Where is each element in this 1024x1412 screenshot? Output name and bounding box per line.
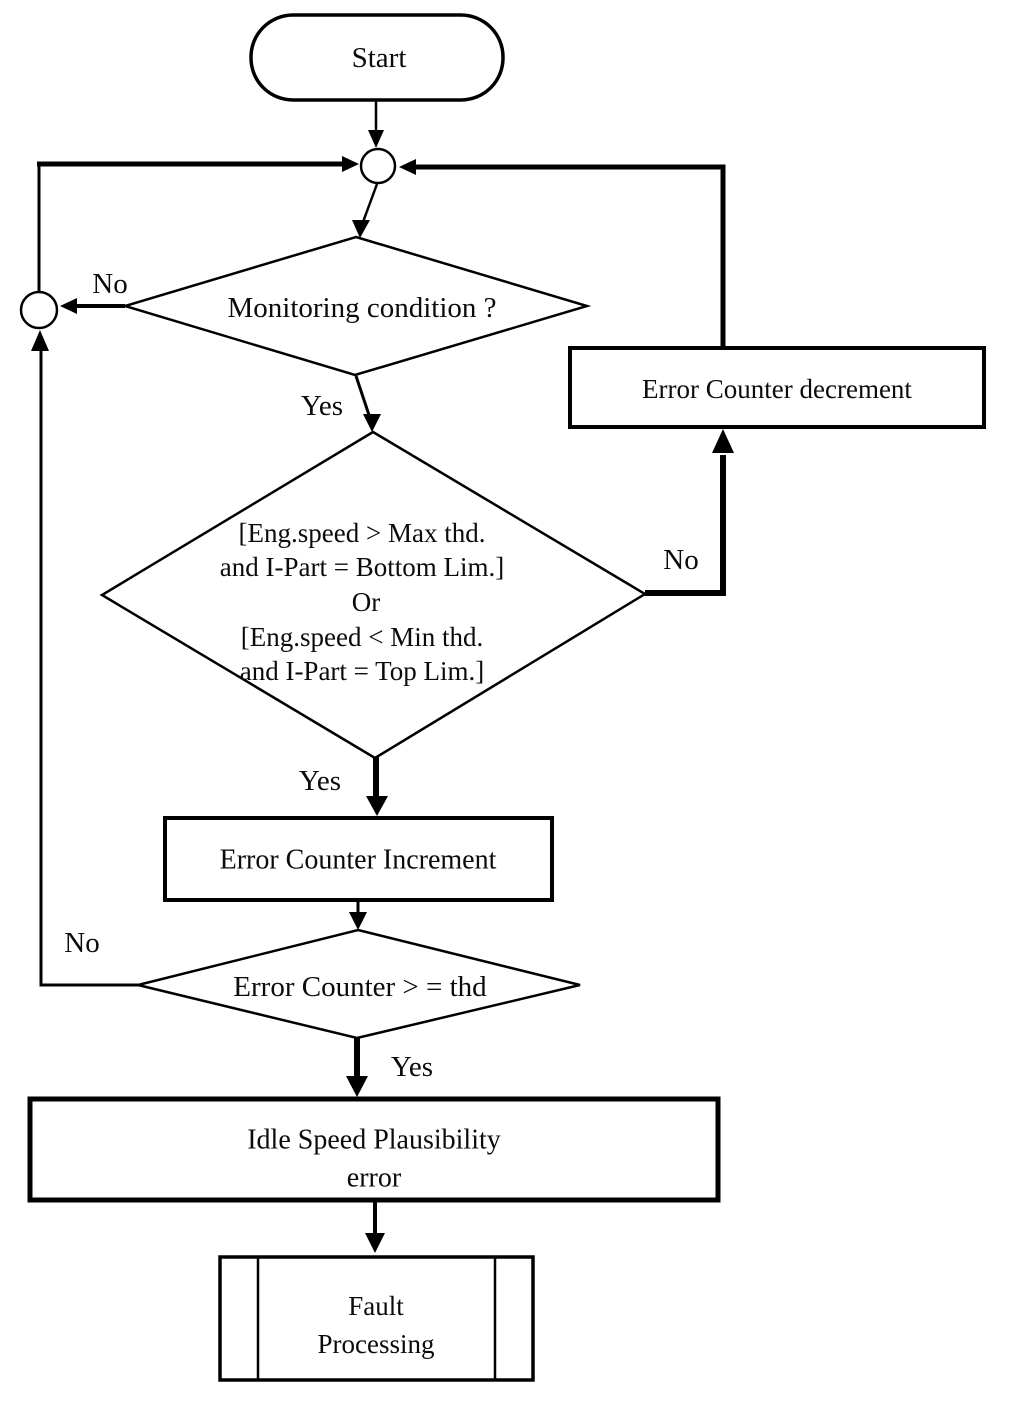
idle-error-box: [27, 1096, 721, 1203]
fault-processing-line1: Fault: [348, 1291, 404, 1321]
decrement-process-label: Error Counter decrement: [642, 374, 912, 404]
speed-condition-line3: Or: [352, 587, 381, 617]
start-label: Start: [352, 42, 407, 74]
arrowhead-speed-no: [712, 429, 734, 453]
monitoring-yes-label: Yes: [301, 390, 343, 422]
speed-condition-line1: [Eng.speed > Max thd.: [239, 518, 486, 548]
monitoring-no-label: No: [92, 268, 127, 300]
arrowhead-monitoring-no: [60, 298, 77, 314]
start-terminator: [249, 13, 505, 102]
junction-circle-left: [19, 290, 59, 330]
monitoring-decision-label: Monitoring condition ?: [227, 292, 496, 324]
threshold-decision-label: Error Counter > = thd: [233, 971, 487, 1003]
monitoring-decision-diamond: [120, 235, 592, 377]
edge-decrement-feedback: [414, 164, 726, 348]
speed-condition-diamond: [99, 430, 648, 760]
arrowhead-increment-to-threshold: [349, 912, 367, 930]
junction-circle-top: [359, 147, 397, 185]
edge-monitoring-yes: [354, 375, 372, 419]
arrowhead-junction-to-monitoring: [352, 220, 370, 238]
threshold-decision-diamond: [137, 928, 581, 1040]
fault-processing-box: [218, 1255, 535, 1382]
arrowhead-left-loop-into-junction: [342, 156, 359, 172]
arrowhead-start-to-junction: [368, 130, 384, 148]
idle-error-line1: Idle Speed Plausibility: [247, 1125, 501, 1156]
increment-process-box: [163, 816, 554, 902]
speed-condition-line5: and I-Part = Top Lim.]: [240, 656, 485, 686]
arrowhead-decrement-feedback: [399, 159, 416, 175]
increment-process-label: Error Counter Increment: [220, 845, 497, 876]
speed-no-label: No: [663, 544, 698, 576]
speed-condition-line2: and I-Part = Bottom Lim.]: [220, 552, 504, 582]
fault-processing-line2: Processing: [318, 1329, 435, 1359]
arrowhead-threshold-no: [31, 330, 49, 351]
threshold-yes-label: Yes: [391, 1051, 433, 1083]
edge-junction-to-monitoring: [361, 183, 379, 223]
edge-speed-no: [645, 455, 726, 596]
arrowhead-speed-yes: [366, 796, 388, 816]
threshold-no-label: No: [64, 927, 99, 959]
idle-error-line2: error: [347, 1163, 402, 1194]
decrement-process-box: [568, 346, 986, 429]
arrowhead-monitoring-yes: [363, 414, 381, 432]
speed-condition-line4: [Eng.speed < Min thd.: [241, 622, 483, 652]
arrowhead-threshold-yes: [346, 1076, 368, 1097]
arrowhead-idle-to-fault: [365, 1233, 385, 1253]
speed-yes-label: Yes: [299, 765, 341, 797]
edge-threshold-no: [39, 350, 138, 987]
